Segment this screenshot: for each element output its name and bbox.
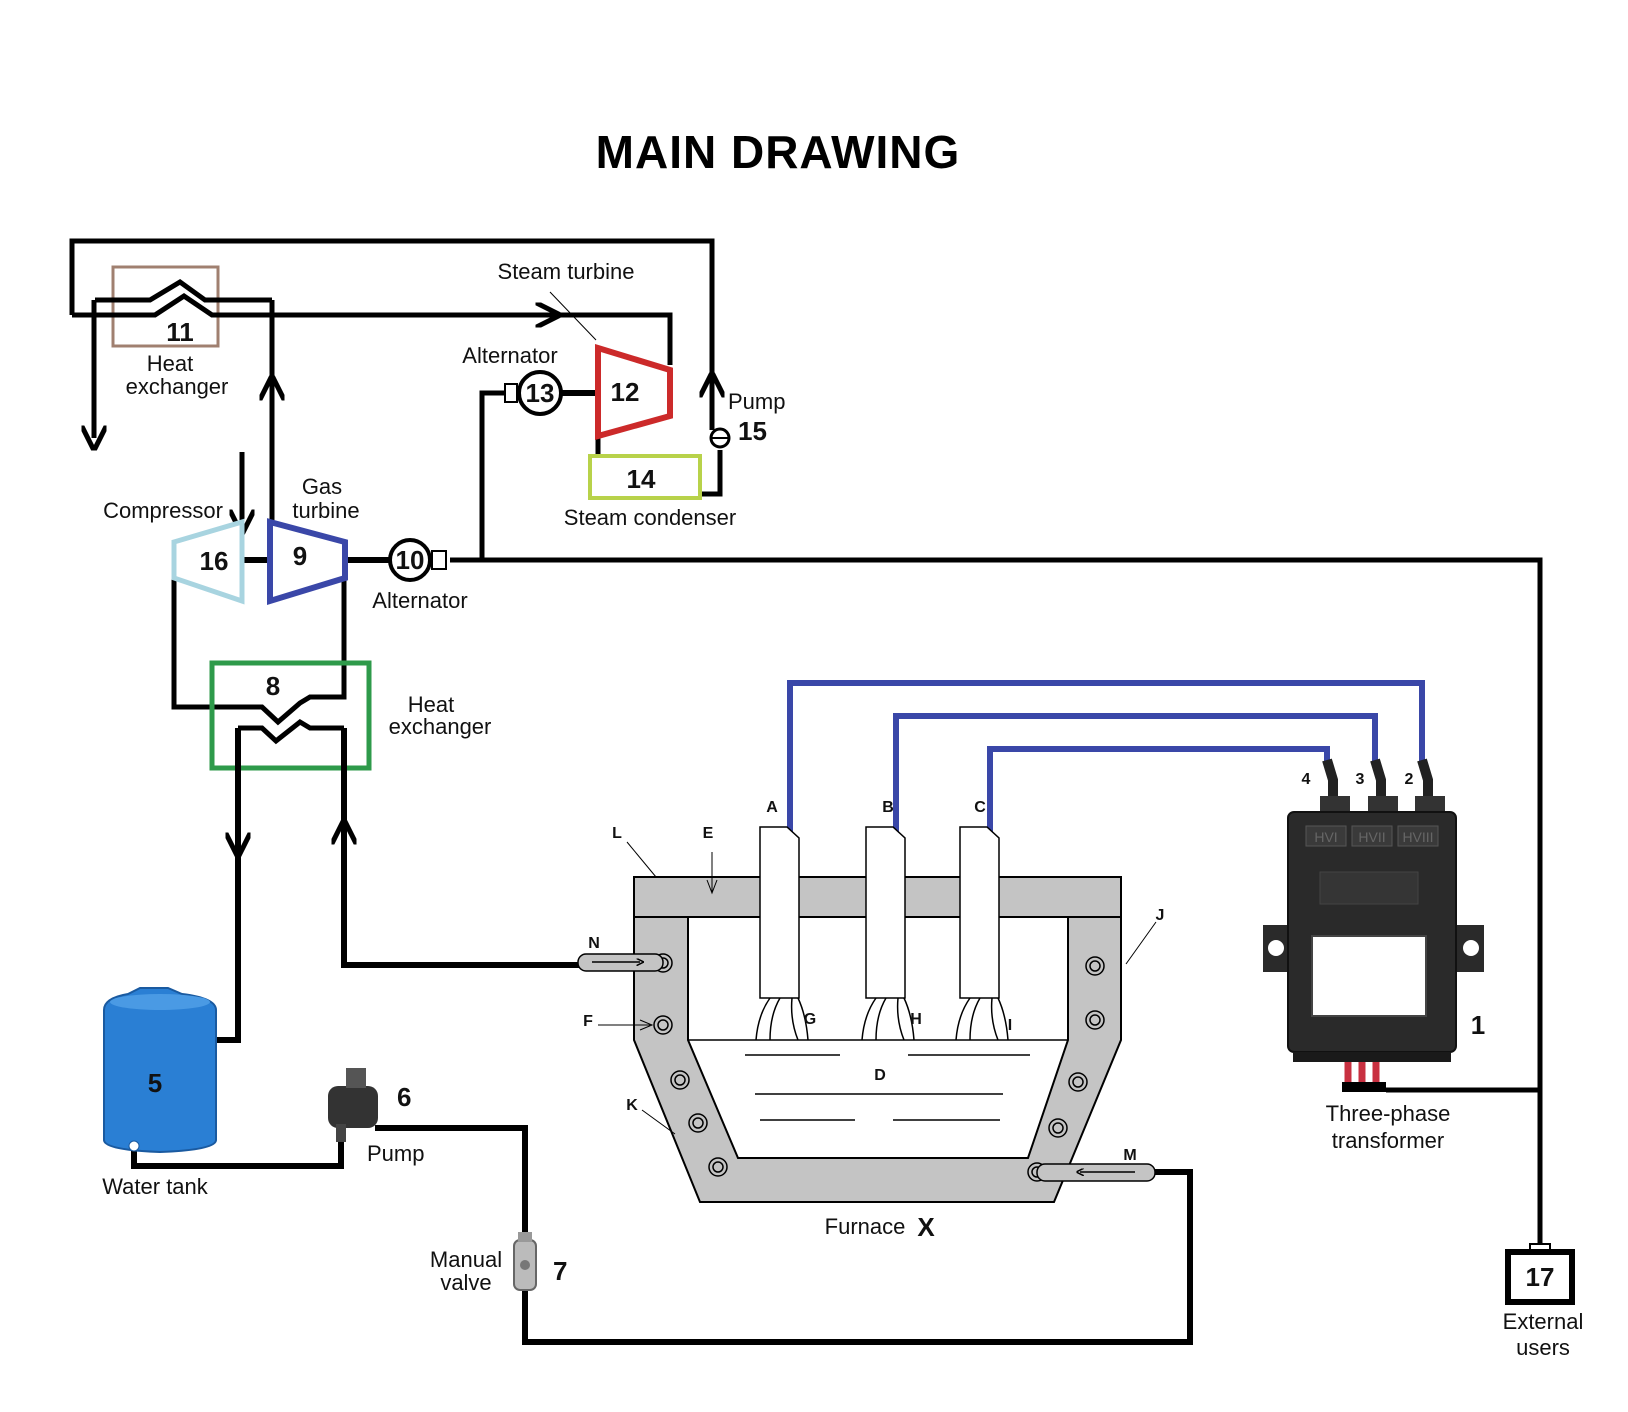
letter-g: G: [804, 1011, 816, 1028]
external-users-box: [1505, 1249, 1575, 1305]
mark-hv3: HVIII: [1402, 829, 1433, 845]
alternator-10-label: Alternator: [372, 588, 467, 613]
electrode-a: [759, 826, 800, 999]
gas-turbine-label-1: Gas: [302, 474, 342, 499]
alternator-10: 10 Alternator: [372, 538, 468, 613]
steam-turbine-leader: [549, 291, 597, 341]
external-users-label-2: users: [1516, 1335, 1570, 1360]
heat-exchanger-8: 8 Heat exchanger: [209, 660, 492, 771]
letter-j: J: [1156, 907, 1165, 924]
water-tank-5-number: 5: [148, 1068, 162, 1098]
terminal-3: 3: [1356, 771, 1365, 788]
transformer-label-1: Three-phase: [1326, 1101, 1451, 1126]
transformer-panel-marks: HVI HVII HVIII: [1305, 825, 1439, 847]
heat-exchanger-8-label-2: exchanger: [389, 714, 492, 739]
electrode-b: [865, 826, 906, 999]
heat-exchanger-11-box: [111, 265, 220, 348]
letter-e: E: [703, 825, 714, 842]
electrodes: [759, 826, 1000, 999]
mark-hv1: HVI: [1314, 829, 1337, 845]
steam-condenser-label: Steam condenser: [564, 505, 736, 530]
gas-turbine-label-2: turbine: [292, 498, 359, 523]
manual-valve-label-1: Manual: [430, 1247, 502, 1272]
letter-m: M: [1123, 1147, 1136, 1164]
transformer-window: [1311, 935, 1427, 1017]
manual-valve-7-number: 7: [553, 1256, 567, 1286]
page-title: MAIN DRAWING: [596, 126, 961, 178]
compressor-16: 16 Compressor: [103, 498, 245, 605]
transformer-number: 1: [1471, 1010, 1485, 1040]
steam-condenser-14-number: 14: [627, 464, 656, 494]
water-loop-piping: [131, 728, 1193, 1345]
pump-6: 6 Pump: [328, 1068, 424, 1166]
pump-6-label: Pump: [367, 1141, 424, 1166]
external-users-label-1: External: [1503, 1309, 1584, 1334]
water-tank-label: Water tank: [102, 1174, 209, 1199]
heat-exchanger-8-number: 8: [266, 671, 280, 701]
letter-a: A: [766, 799, 778, 816]
terminal-4: 4: [1302, 771, 1311, 788]
manual-valve-7: 7 Manual valve: [430, 1232, 567, 1295]
letter-c: C: [974, 799, 986, 816]
water-tank-5: 5 Water tank: [102, 987, 217, 1199]
alternator-10-number: 10: [396, 545, 425, 575]
letter-k: K: [626, 1097, 638, 1114]
steam-turbine-12-number: 12: [611, 377, 640, 407]
steam-turbine-12: 12 Steam turbine: [498, 259, 673, 440]
alternator-13-number: 13: [526, 378, 555, 408]
furnace-x: A B C L E N G H I J F D K M Furnace X: [577, 799, 1165, 1242]
steam-condenser-14-box: [588, 454, 702, 500]
heat-exchanger-8-label-1: Heat: [408, 692, 454, 717]
letter-f: F: [583, 1013, 593, 1030]
alternator-13: 13 Alternator: [462, 343, 563, 416]
external-users-number: 17: [1526, 1262, 1555, 1292]
heat-exchanger-11-number: 11: [166, 317, 194, 347]
compressor-16-shape: [171, 518, 245, 605]
steam-turbine-12-shape: [595, 343, 673, 440]
pump-6-number: 6: [397, 1082, 411, 1112]
letter-n: N: [588, 935, 600, 952]
pump-15-number: 15: [738, 416, 767, 446]
furnace-letter-x: X: [917, 1212, 935, 1242]
letter-l: L: [612, 825, 622, 842]
transformer-label-2: transformer: [1332, 1128, 1444, 1153]
electrode-c: [959, 826, 1000, 999]
mark-hv2: HVII: [1358, 829, 1385, 845]
heat-exchanger-11: 11 Heat exchanger: [95, 265, 288, 399]
gas-turbine-9-shape: [267, 518, 348, 606]
compressor-16-number: 16: [200, 546, 229, 576]
arcs: [755, 997, 1009, 1041]
pump-6-body: [328, 1086, 378, 1128]
letter-i: I: [1008, 1017, 1012, 1034]
manual-valve-label-2: valve: [440, 1270, 491, 1295]
heat-exchanger-11-label-1: Heat: [147, 351, 193, 376]
transformer-1: HVI HVII HVIII 4 3 2 1 Three-phase trans…: [1263, 758, 1540, 1153]
alternator-13-circle: [517, 370, 563, 416]
gas-turbine-9: 9 Gas turbine: [267, 474, 360, 606]
furnace-label: Furnace: [825, 1214, 906, 1239]
gas-turbine-9-number: 9: [293, 541, 307, 571]
external-users-17: 17 External users: [1503, 1243, 1584, 1360]
heat-exchanger-11-label-2: exchanger: [126, 374, 229, 399]
letter-d: D: [874, 1067, 886, 1084]
steam-condenser-14: 14 Steam condenser: [564, 454, 736, 530]
terminal-2: 2: [1405, 771, 1414, 788]
alternator-10-circle: [388, 538, 432, 582]
electrode-cables: [787, 680, 1425, 838]
compressor-label: Compressor: [103, 498, 223, 523]
pump-15: Pump 15: [709, 389, 785, 449]
heat-exchanger-8-box: [209, 660, 372, 771]
steam-turbine-label: Steam turbine: [498, 259, 635, 284]
pump-15-label: Pump: [728, 389, 785, 414]
alternator-13-label: Alternator: [462, 343, 557, 368]
letter-h: H: [910, 1011, 922, 1028]
letter-b: B: [882, 799, 894, 816]
